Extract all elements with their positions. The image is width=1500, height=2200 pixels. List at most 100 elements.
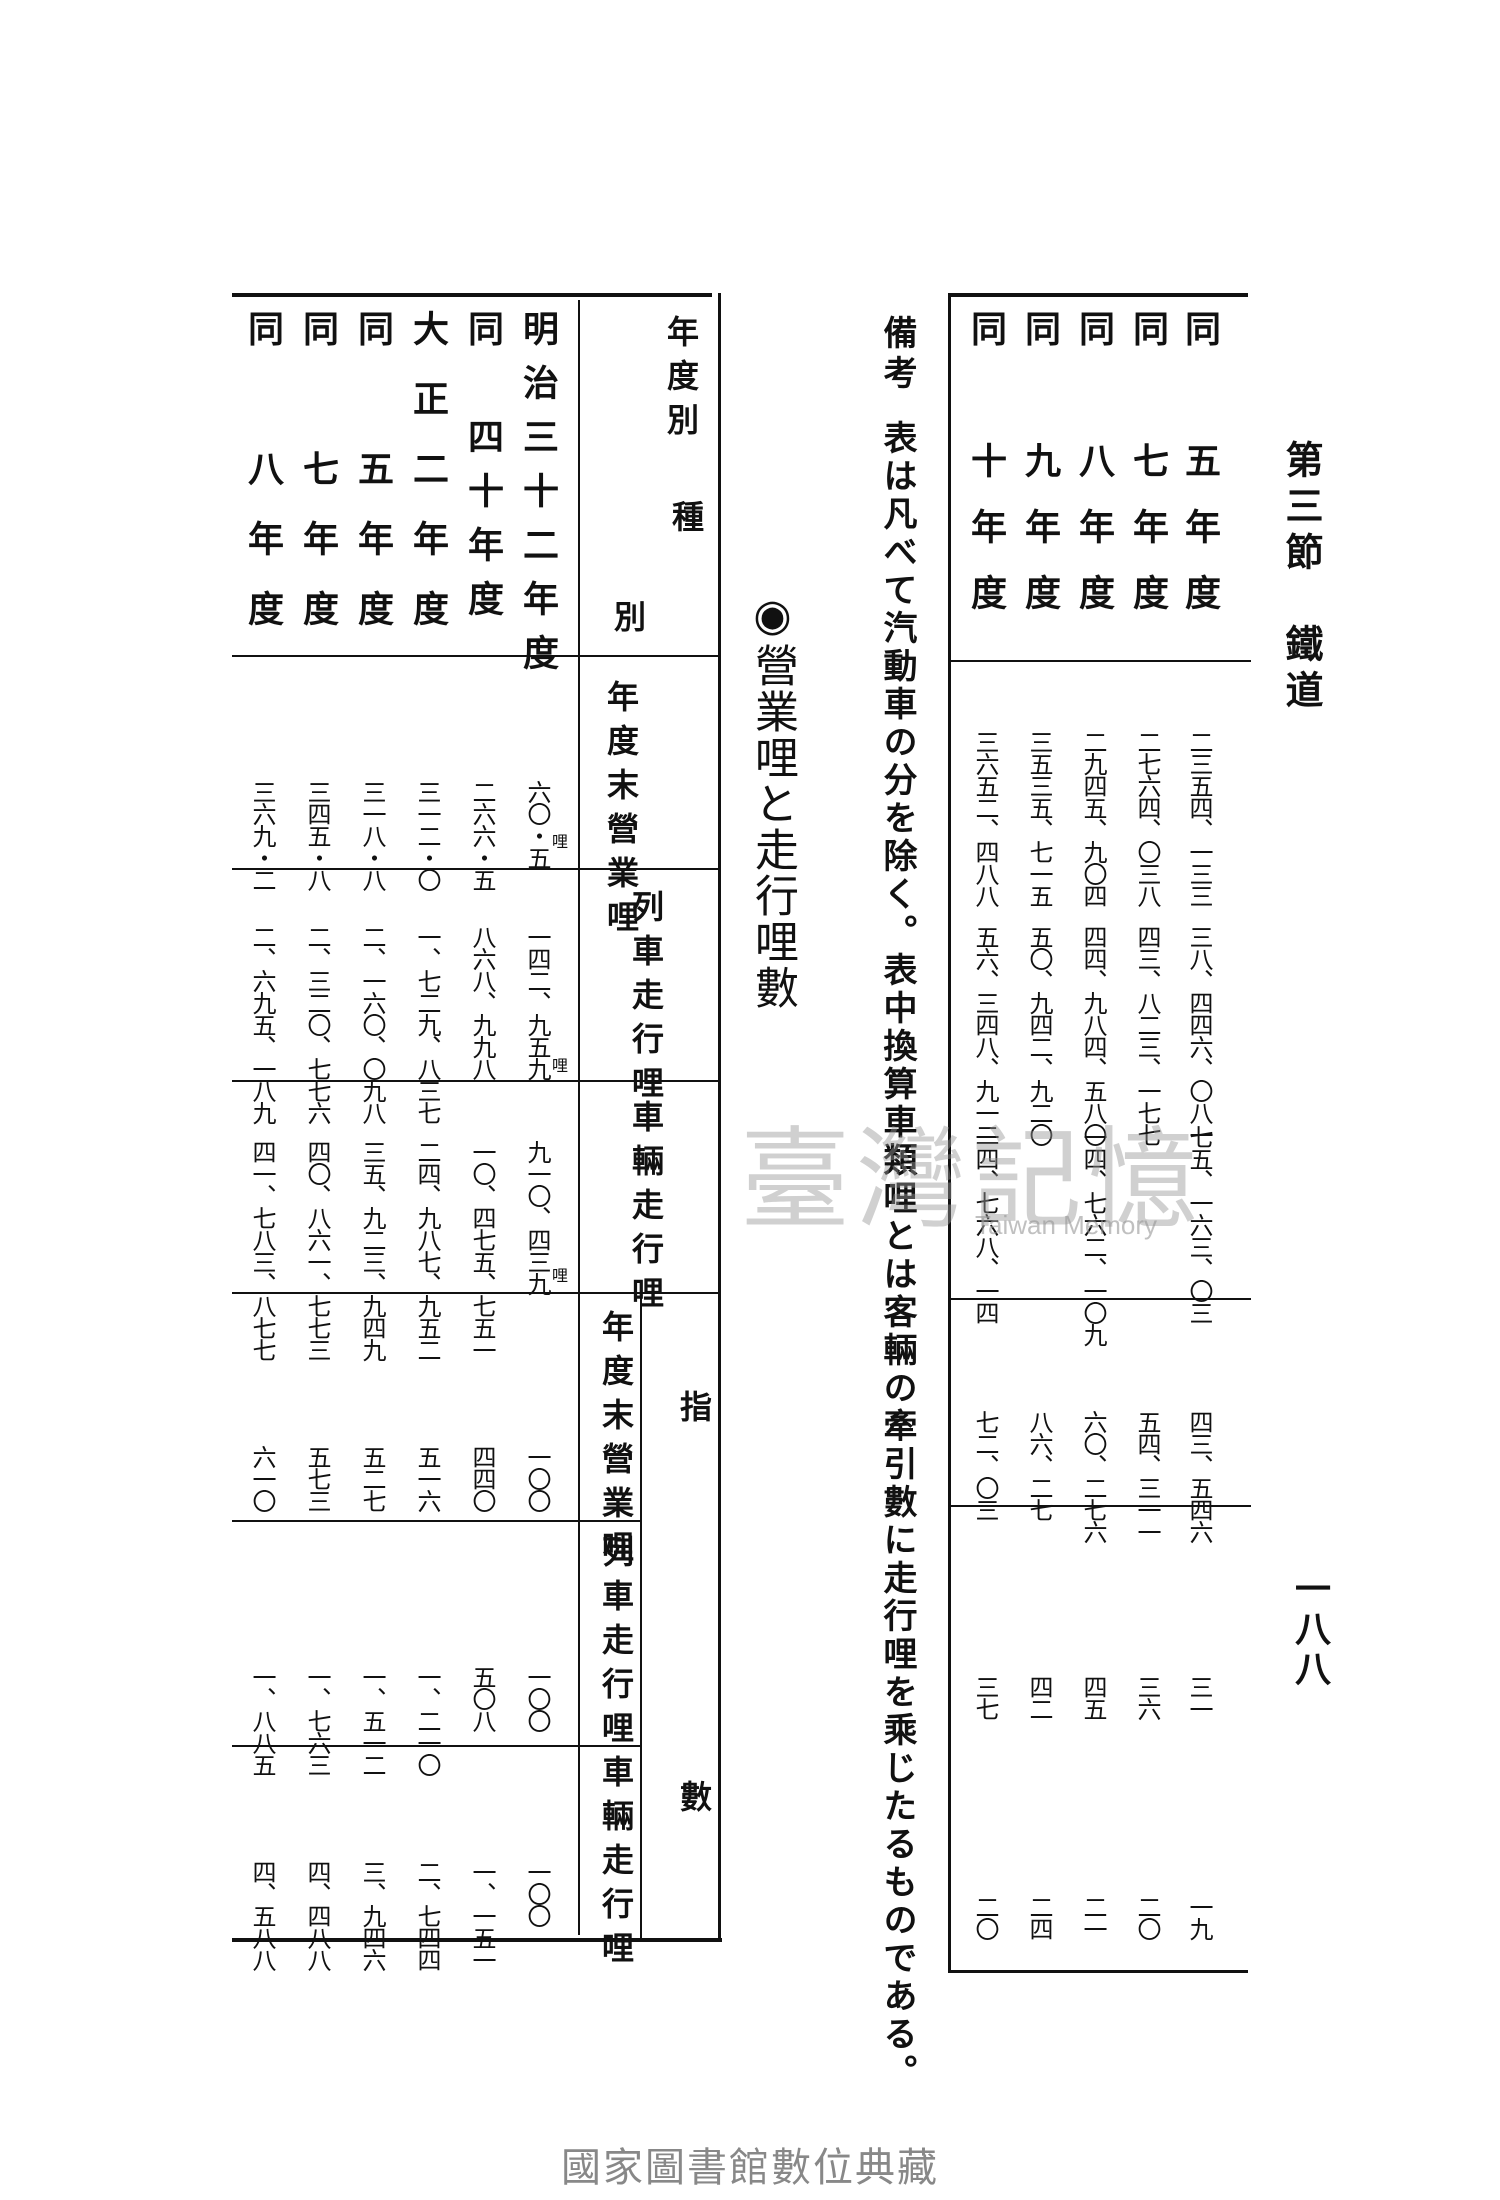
lower-table-row-rule-4 [232, 1292, 718, 1294]
upper-cell: 三一 [1185, 1675, 1213, 1719]
lower-table-row-rule-6 [232, 1745, 640, 1747]
lower-cell-op: 三一二・〇 [413, 780, 441, 890]
upper-cell: 八六、二七 [1025, 1410, 1053, 1520]
watermark-logo: 臺灣記憶 [740, 1116, 1204, 1244]
head-idx-train: 列車走行哩 [597, 1535, 635, 1755]
upper-cell: 四五 [1079, 1675, 1107, 1719]
upper-cell: 三五三五、七一五 [1025, 730, 1053, 906]
lower-cell-train: 一、七二九、八三七 [413, 925, 441, 1123]
lower-year: 同 八年度 [242, 310, 284, 660]
lower-table-row-rule-1 [232, 655, 718, 657]
upper-cell: 二〇 [1133, 1895, 1161, 1939]
upper-cell: 五六、三四八、九一二 [971, 925, 999, 1145]
lower-table-right-rule [718, 293, 721, 1941]
lower-cell-idx-car: 二、七四四 [413, 1860, 441, 1970]
lower-table-top-rule [232, 293, 712, 297]
upper-table-top-rule [948, 293, 1248, 297]
lower-cell-idx-op: 五一六 [413, 1445, 441, 1511]
head-car-miles: 車輛走行哩 [627, 1100, 665, 1320]
lower-cell-idx-train: 一、二一〇 [413, 1665, 441, 1775]
upper-cell: 二九四五、九〇四 [1079, 730, 1107, 906]
lower-cell-car: 四〇、八六一、七七三 [303, 1140, 331, 1360]
lower-cell-idx-car: 一〇〇 [523, 1860, 551, 1926]
upper-cell: 五四、三一一 [1133, 1410, 1161, 1542]
lower-cell-idx-op: 五七三 [303, 1445, 331, 1511]
upper-cell: 四三、八二三、一七七 [1133, 925, 1161, 1145]
lower-table-row-rule-2 [232, 868, 718, 870]
upper-cell: 四三、五四六 [1185, 1410, 1213, 1542]
lower-cell-op: 六〇・五 [523, 780, 551, 868]
upper-table-row-rule-2 [951, 1298, 1251, 1300]
upper-cell: 三六五二、四八八 [971, 730, 999, 906]
lower-cell-idx-car: 四、四八八 [303, 1860, 331, 1970]
lower-cell-idx-car: 一、一五一 [468, 1860, 496, 1970]
lower-cell-idx-op: 一〇〇 [523, 1445, 551, 1511]
upper-year: 同 七年度 [1127, 310, 1169, 640]
head-train-miles: 列車走行哩 [627, 890, 665, 1110]
lower-table-bottom-rule [232, 1938, 722, 1942]
lower-cell-train: 二、一六〇、〇九八 [358, 925, 386, 1123]
head-index: 指 [675, 1390, 713, 1434]
unit-label: 哩 [552, 832, 569, 851]
lower-cell-op: 二六六・五 [468, 780, 496, 890]
lower-cell-op: 三六九・二 [248, 780, 276, 890]
head-type: 種 [667, 500, 705, 544]
lower-cell-idx-op: 五二七 [358, 1445, 386, 1511]
upper-table-left-rule [948, 293, 951, 1973]
lower-cell-idx-train: 一、七六三 [303, 1665, 331, 1775]
lower-table-index-divider [640, 1294, 642, 1938]
head-op-miles: 年度末營業哩 [602, 680, 640, 944]
table-title: ◉營業哩と走行哩數 [747, 590, 798, 1011]
upper-cell: 四四、九八四、五八〇 [1079, 925, 1107, 1145]
lower-year: 同 七年度 [297, 310, 339, 660]
note-text: 表は凡べて汽動車の分を除く。表中換算車類哩とは客輛の牽引數に走行哩を乘じたるもの… [877, 420, 917, 2092]
lower-cell-idx-car: 四、五八八 [248, 1860, 276, 1970]
unit-label: 哩 [552, 1266, 569, 1285]
lower-cell-idx-train: 一〇〇 [523, 1665, 551, 1731]
lower-table-head-divider [578, 300, 580, 1935]
upper-cell: 七五、一六三、〇三 [1185, 1125, 1213, 1323]
upper-cell: 二四 [1025, 1895, 1053, 1939]
lower-cell-car: 九一〇、四三九 [523, 1140, 551, 1294]
lower-cell-car: 一〇、四七五、七五一 [468, 1140, 496, 1360]
section-header: 第三節 鐵道 [1279, 440, 1324, 716]
lower-cell-train: 八六八、九九八 [468, 925, 496, 1079]
lower-cell-train: 二、六九五、一八九 [248, 925, 276, 1123]
upper-cell: 二三五四、一三三 [1185, 730, 1213, 906]
lower-cell-op: 三一八・八 [358, 780, 386, 890]
head-idx-car: 車輛走行哩 [597, 1755, 635, 1975]
lower-cell-idx-op: 六一〇 [248, 1445, 276, 1511]
upper-cell: 五〇、九四二、九二〇 [1025, 925, 1053, 1145]
lower-cell-train: 一四二、九五九 [523, 925, 551, 1079]
lower-cell-idx-train: 五〇八 [468, 1665, 496, 1731]
lower-cell-idx-train: 一、八八五 [248, 1665, 276, 1775]
upper-cell: 三八、四四六、〇八一 [1185, 925, 1213, 1145]
head-year: 年度別 [662, 315, 700, 447]
upper-cell: 四二 [1025, 1675, 1053, 1719]
upper-year: 同 九年度 [1019, 310, 1061, 640]
lower-cell-car: 二四、九八七、九五二 [413, 1140, 441, 1360]
upper-cell: 二一 [1079, 1895, 1107, 1939]
lower-table-row-rule-3 [232, 1080, 718, 1082]
watermark-subtitle: Taiwan Memory [975, 1210, 1158, 1240]
lower-cell-train: 二、三二〇、七七六 [303, 925, 331, 1123]
upper-cell: 二七六四、〇三八 [1133, 730, 1161, 906]
footer-credit: 國家圖書館數位典藏 [561, 2145, 939, 2191]
upper-cell: 一四、七六二、一〇九 [1079, 1125, 1107, 1345]
upper-cell: 二〇 [971, 1895, 999, 1939]
lower-cell-idx-train: 一、五一二 [358, 1665, 386, 1775]
head-type2: 別 [609, 600, 647, 644]
unit-label: 哩 [552, 1056, 569, 1075]
upper-year: 同 十年度 [965, 310, 1007, 640]
upper-table-bottom-rule [948, 1970, 1248, 1973]
upper-year: 同 五年度 [1179, 310, 1221, 640]
lower-cell-idx-car: 三、九四六 [358, 1860, 386, 1970]
page-number: 一八八 [1289, 1570, 1331, 1690]
lower-cell-idx-op: 四四〇 [468, 1445, 496, 1511]
head-index2: 數 [675, 1780, 713, 1824]
upper-cell: 三六 [1133, 1675, 1161, 1719]
lower-year: 大正二年度 [407, 310, 449, 660]
lower-table-row-rule-5 [232, 1520, 640, 1522]
head-idx-op: 年度末營業哩 [597, 1310, 635, 1574]
upper-cell: 六〇、二七六 [1079, 1410, 1107, 1542]
